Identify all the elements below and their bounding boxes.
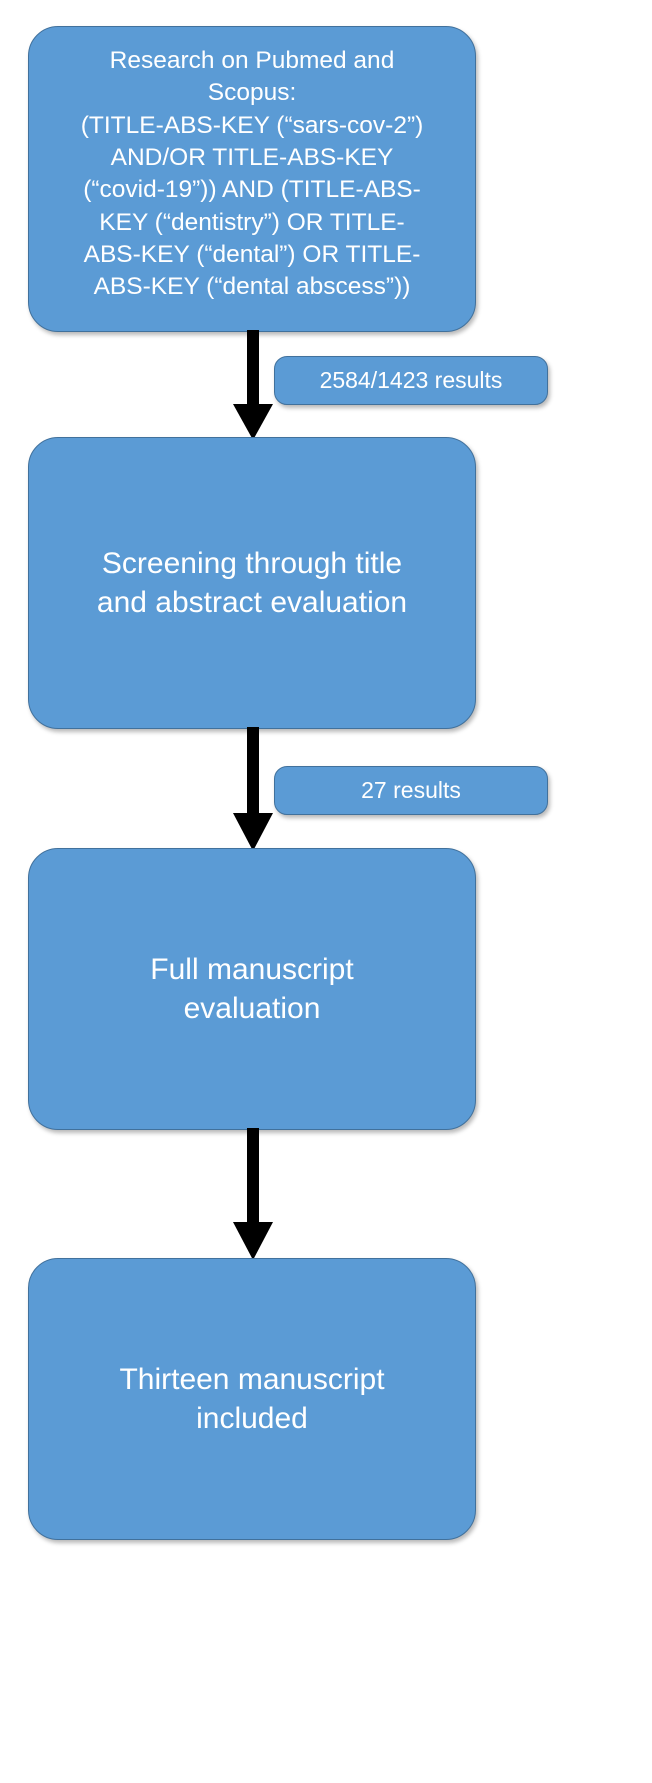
query-line: Scopus: [207, 79, 297, 107]
full-manuscript-node: Full manuscript evaluation [28, 848, 476, 1130]
query-line: ABS-KEY (“dental”) OR TITLE- [83, 240, 421, 268]
results-label-stage-1-text: 2584/1423 results [319, 366, 503, 393]
screening-node: Screening through title and abstract eva… [28, 437, 476, 729]
results-label-stage-2-text: 27 results [361, 776, 461, 803]
query-line: (TITLE-ABS-KEY (“sars-cov-2”) [80, 111, 424, 139]
query-line: KEY (“dentistry”) OR TITLE- [99, 208, 405, 236]
screening-line: and abstract evaluation [96, 586, 408, 619]
included-text: Thirteen manuscript included [119, 1360, 384, 1438]
full-manuscript-line: evaluation [183, 992, 321, 1025]
search-query-node: Research on Pubmed and Scopus: (TITLE-AB… [28, 26, 476, 332]
search-query-text: Research on Pubmed and Scopus: (TITLE-AB… [39, 45, 465, 304]
query-line: (“covid-19”)) AND (TITLE-ABS- [83, 176, 421, 204]
full-manuscript-line: Full manuscript [150, 953, 354, 986]
results-label-stage-2: 27 results [274, 766, 548, 815]
screening-text: Screening through title and abstract eva… [97, 544, 407, 622]
results-label-stage-1: 2584/1423 results [274, 356, 548, 405]
included-line: Thirteen manuscript [119, 1363, 385, 1396]
query-line: Research on Pubmed and [109, 47, 395, 74]
included-node: Thirteen manuscript included [28, 1258, 476, 1540]
screening-line: Screening through title [101, 547, 403, 580]
query-line: ABS-KEY (“dental abscess”)) [93, 273, 411, 301]
arrow-query-to-screening [225, 330, 281, 442]
included-line: included [196, 1402, 308, 1435]
query-line: AND/OR TITLE-ABS-KEY [110, 143, 394, 171]
arrow-screening-to-full-manuscript [225, 727, 281, 853]
full-manuscript-text: Full manuscript evaluation [150, 950, 353, 1028]
arrow-full-manuscript-to-included [225, 1128, 281, 1262]
